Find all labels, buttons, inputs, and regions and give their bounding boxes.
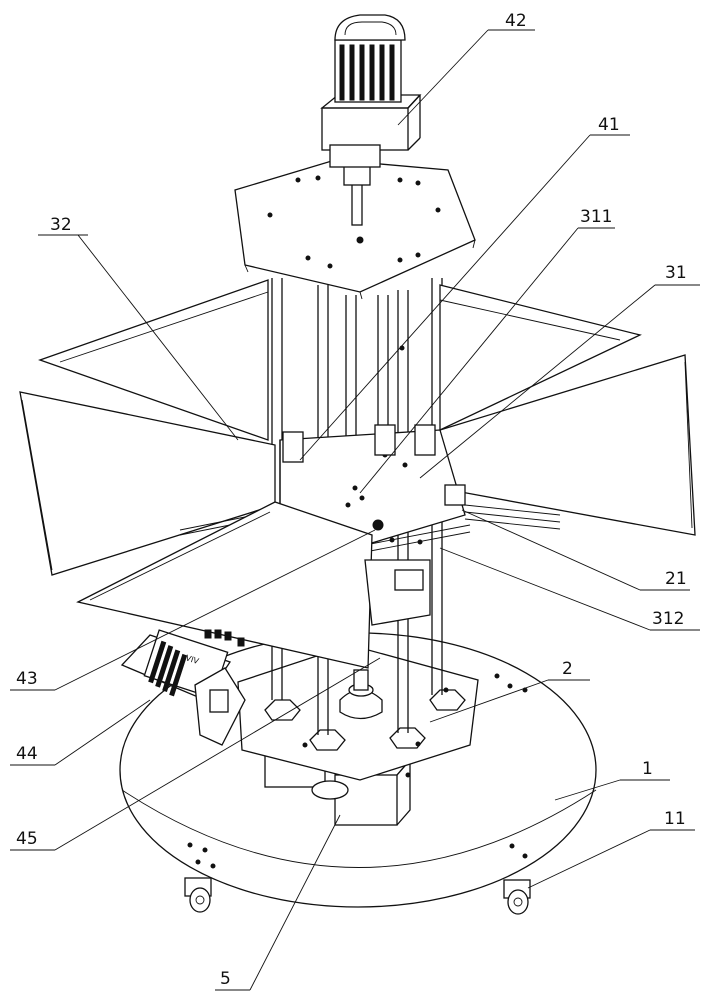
label-2: 2 bbox=[562, 659, 573, 679]
motor-marking: VIV bbox=[184, 653, 200, 666]
lower-motor: VIV bbox=[120, 629, 246, 746]
label-45: 45 bbox=[16, 829, 38, 849]
leader-lines bbox=[10, 29, 700, 991]
top-shaft bbox=[343, 164, 371, 226]
top-plate bbox=[234, 159, 476, 300]
label-43: 43 bbox=[16, 669, 38, 689]
label-32: 32 bbox=[50, 215, 72, 235]
caster-left bbox=[184, 877, 212, 913]
part-labels: 42 41 311 31 32 21 312 2 1 11 43 44 45 5 bbox=[16, 11, 687, 989]
label-31: 31 bbox=[665, 263, 687, 283]
label-11: 11 bbox=[664, 809, 686, 829]
blade-front bbox=[76, 501, 373, 669]
label-41: 41 bbox=[598, 115, 620, 135]
lower-feet bbox=[264, 669, 466, 751]
label-1: 1 bbox=[642, 759, 653, 779]
caster-right bbox=[503, 879, 531, 915]
central-frame bbox=[279, 345, 466, 546]
label-311: 311 bbox=[580, 207, 612, 227]
label-42: 42 bbox=[505, 11, 527, 31]
gear-row bbox=[204, 629, 245, 647]
label-312: 312 bbox=[652, 609, 684, 629]
label-21: 21 bbox=[665, 569, 687, 589]
label-44: 44 bbox=[16, 744, 38, 764]
label-5: 5 bbox=[220, 969, 231, 989]
top-motor bbox=[320, 14, 422, 168]
blade-32 bbox=[38, 279, 269, 441]
lower-clamp bbox=[364, 559, 431, 626]
blade-31 bbox=[439, 284, 642, 432]
